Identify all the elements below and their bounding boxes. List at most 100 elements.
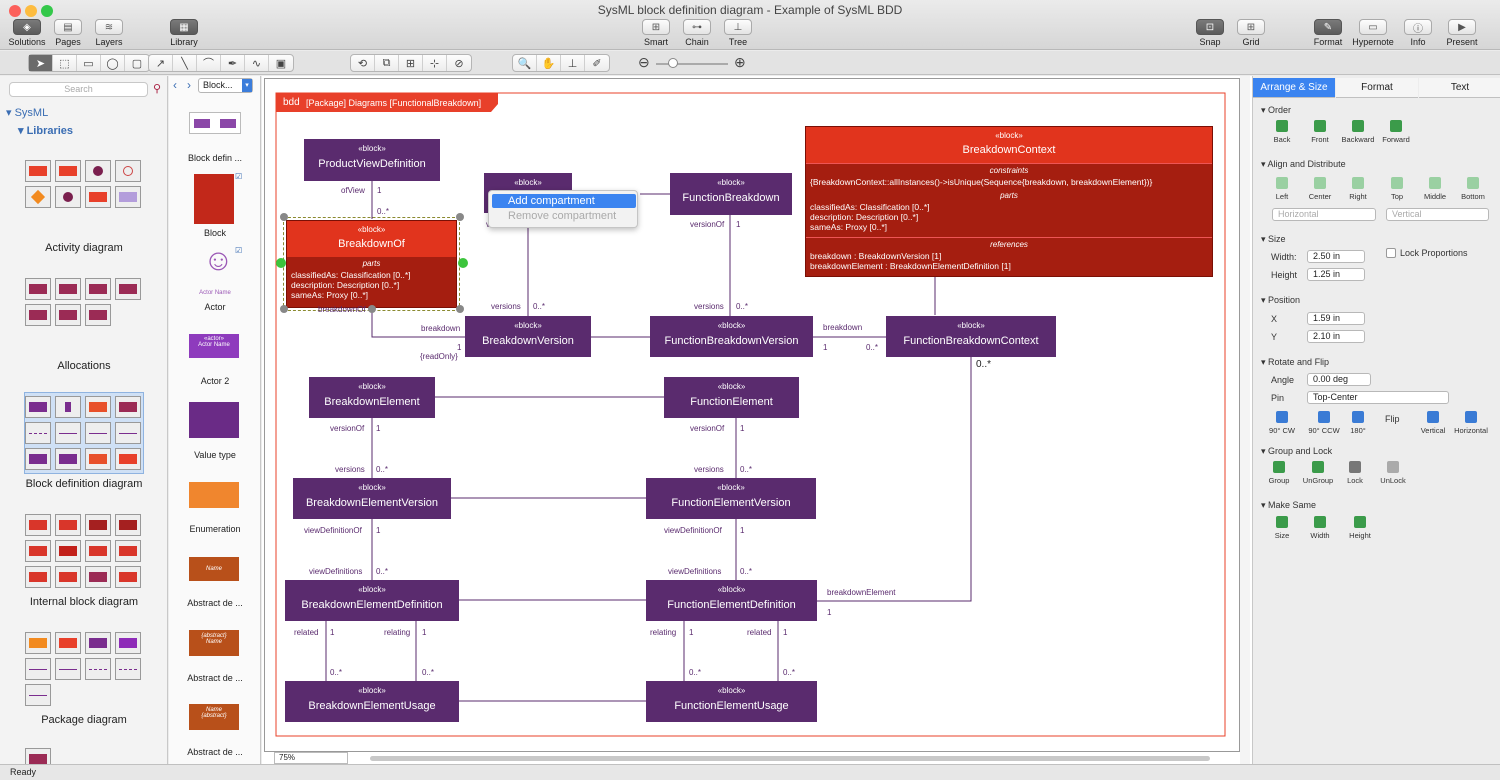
library-thumb[interactable] <box>115 422 141 444</box>
toolbar-hypernote[interactable]: ▭Hypernote <box>1350 19 1396 47</box>
block-function-element-usage[interactable]: «block»FunctionElementUsage <box>646 681 817 722</box>
library-thumb[interactable] <box>25 278 51 300</box>
library-thumb[interactable] <box>115 448 141 470</box>
library-activity-diagram[interactable]: Activity diagram <box>45 242 123 254</box>
block-breakdown-of[interactable]: «block»BreakdownOf parts classifiedAs: C… <box>286 220 457 308</box>
resize-handle[interactable] <box>456 213 464 221</box>
library-thumb[interactable] <box>115 186 141 208</box>
activity-diagram-thumbnails[interactable] <box>25 160 143 208</box>
actor-icon[interactable]: ☺ <box>203 244 234 277</box>
library-thumb[interactable] <box>25 422 51 444</box>
library-thumb[interactable] <box>85 540 111 562</box>
distribute-vertical-select[interactable]: Vertical <box>1386 208 1489 221</box>
tab-format[interactable]: Format <box>1336 78 1418 98</box>
shape-abstract-1[interactable]: Name <box>189 557 239 581</box>
minimize-window-button[interactable] <box>25 5 37 17</box>
library-thumb[interactable] <box>55 448 81 470</box>
ellipse-tool-icon[interactable]: ◯ <box>101 55 125 71</box>
shape-enumeration[interactable] <box>189 482 239 508</box>
toolbar-library[interactable]: ▦Library <box>166 19 202 47</box>
library-thumb[interactable] <box>85 448 111 470</box>
library-thumb[interactable] <box>115 396 141 418</box>
lock-proportions-checkbox[interactable] <box>1386 248 1396 258</box>
toolbar-smart[interactable]: ⊞Smart <box>638 19 674 47</box>
library-thumb[interactable] <box>55 160 81 182</box>
library-thumb[interactable] <box>85 566 111 588</box>
resize-handle[interactable] <box>280 305 288 313</box>
zoom-out-icon[interactable]: ⊖ <box>638 54 650 70</box>
rotate-180-button[interactable]: 180° <box>1338 411 1378 435</box>
library-thumb[interactable] <box>115 540 141 562</box>
library-allocations[interactable]: Allocations <box>57 360 111 372</box>
connection-handle[interactable] <box>276 258 286 268</box>
section-align[interactable]: ▾ Align and Distribute <box>1261 159 1346 169</box>
internal-block-thumbnails[interactable] <box>25 514 143 588</box>
toolbar-present[interactable]: ▶Present <box>1442 19 1482 47</box>
block-breakdown-element[interactable]: «block»BreakdownElement <box>309 377 435 418</box>
library-thumb[interactable] <box>25 566 51 588</box>
section-rotate-flip[interactable]: ▾ Rotate and Flip <box>1261 357 1330 367</box>
shape-info-icon[interactable]: ☑ <box>235 246 243 255</box>
block-function-element[interactable]: «block»FunctionElement <box>664 377 799 418</box>
library-thumb[interactable] <box>25 448 51 470</box>
toolbar-snap[interactable]: ⊡Snap <box>1193 19 1227 47</box>
block-breakdown-element-version[interactable]: «block»BreakdownElementVersion <box>293 478 451 519</box>
library-thumb[interactable] <box>25 186 51 208</box>
library-thumb[interactable] <box>55 658 81 680</box>
rotate-tool-icon[interactable]: ⟲ <box>351 55 375 71</box>
resize-handle[interactable] <box>456 305 464 313</box>
toolbar-grid[interactable]: ⊞Grid <box>1234 19 1268 47</box>
library-thumb[interactable] <box>55 422 81 444</box>
align-middle-button[interactable]: Middle <box>1415 177 1455 201</box>
group-tool-icon[interactable]: ⧉ <box>375 55 399 71</box>
library-thumb[interactable] <box>115 658 141 680</box>
arc-tool-icon[interactable]: ⌒ <box>197 55 221 71</box>
library-thumb[interactable] <box>85 632 111 654</box>
text-box-tool-icon[interactable]: ▣ <box>275 57 287 70</box>
library-thumb[interactable] <box>25 684 51 706</box>
ungroup-tool-icon[interactable]: ⊞ <box>399 55 423 71</box>
toolbar-tree[interactable]: ⊥Tree <box>720 19 756 47</box>
block-breakdown-context[interactable]: «block»BreakdownContext constraints{Brea… <box>805 126 1213 277</box>
toolbar-format[interactable]: ✎Format <box>1308 19 1348 47</box>
hand-tool-icon[interactable]: ✋ <box>537 55 561 71</box>
zoom-slider-knob[interactable] <box>668 58 678 68</box>
height-field[interactable]: 1.25 in <box>1307 268 1365 281</box>
block-function-breakdown-version[interactable]: «block»FunctionBreakdownVersion <box>650 316 813 357</box>
shape-actor-2[interactable]: «actor»Actor Name <box>189 334 239 358</box>
library-thumb[interactable] <box>25 396 51 418</box>
angle-field[interactable]: 0.00 deg <box>1307 373 1371 386</box>
library-thumb[interactable] <box>85 658 111 680</box>
search-clear-icon[interactable]: ⚲ <box>153 83 162 95</box>
width-field[interactable]: 2.50 in <box>1307 250 1365 263</box>
stamp-tool-icon[interactable]: ⊥ <box>561 55 585 71</box>
block-breakdown-element-usage[interactable]: «block»BreakdownElementUsage <box>285 681 459 722</box>
make-same-height-button[interactable]: Height <box>1340 516 1380 540</box>
library-thumb[interactable] <box>115 278 141 300</box>
library-thumb[interactable] <box>25 658 51 680</box>
library-search-input[interactable]: Search <box>9 82 148 97</box>
shape-abstract-3[interactable]: Name{abstract} <box>189 704 239 730</box>
zoom-select[interactable]: 75% <box>274 752 348 764</box>
direct-connector-icon[interactable]: ↗ <box>149 55 173 71</box>
pen-tool-icon[interactable]: ✒ <box>221 55 245 71</box>
shape-tool-icon[interactable]: ▢ <box>131 57 143 70</box>
shape-abstract-2[interactable]: {abstract}Name <box>189 630 239 656</box>
section-make-same[interactable]: ▾ Make Same <box>1261 500 1317 510</box>
library-thumb[interactable] <box>55 186 81 208</box>
shape-value-type[interactable] <box>189 402 239 438</box>
zoom-tool-icon[interactable]: 🔍 <box>513 55 537 71</box>
toolbar-pages[interactable]: ▤Pages <box>50 19 86 47</box>
order-front-button[interactable]: Front <box>1300 120 1340 144</box>
library-thumb[interactable] <box>115 566 141 588</box>
section-group-lock[interactable]: ▾ Group and Lock <box>1261 446 1333 456</box>
block-function-breakdown-context[interactable]: «block»FunctionBreakdownContext <box>886 316 1056 357</box>
library-thumb[interactable] <box>85 160 111 182</box>
library-thumb[interactable] <box>85 278 111 300</box>
section-order[interactable]: ▾ Order <box>1261 105 1292 115</box>
zoom-window-button[interactable] <box>41 5 53 17</box>
tab-arrange-size[interactable]: Arrange & Size <box>1253 78 1335 98</box>
make-same-size-button[interactable]: Size <box>1262 516 1302 540</box>
library-thumb[interactable] <box>25 160 51 182</box>
pin-select[interactable]: Top-Center <box>1307 391 1449 404</box>
